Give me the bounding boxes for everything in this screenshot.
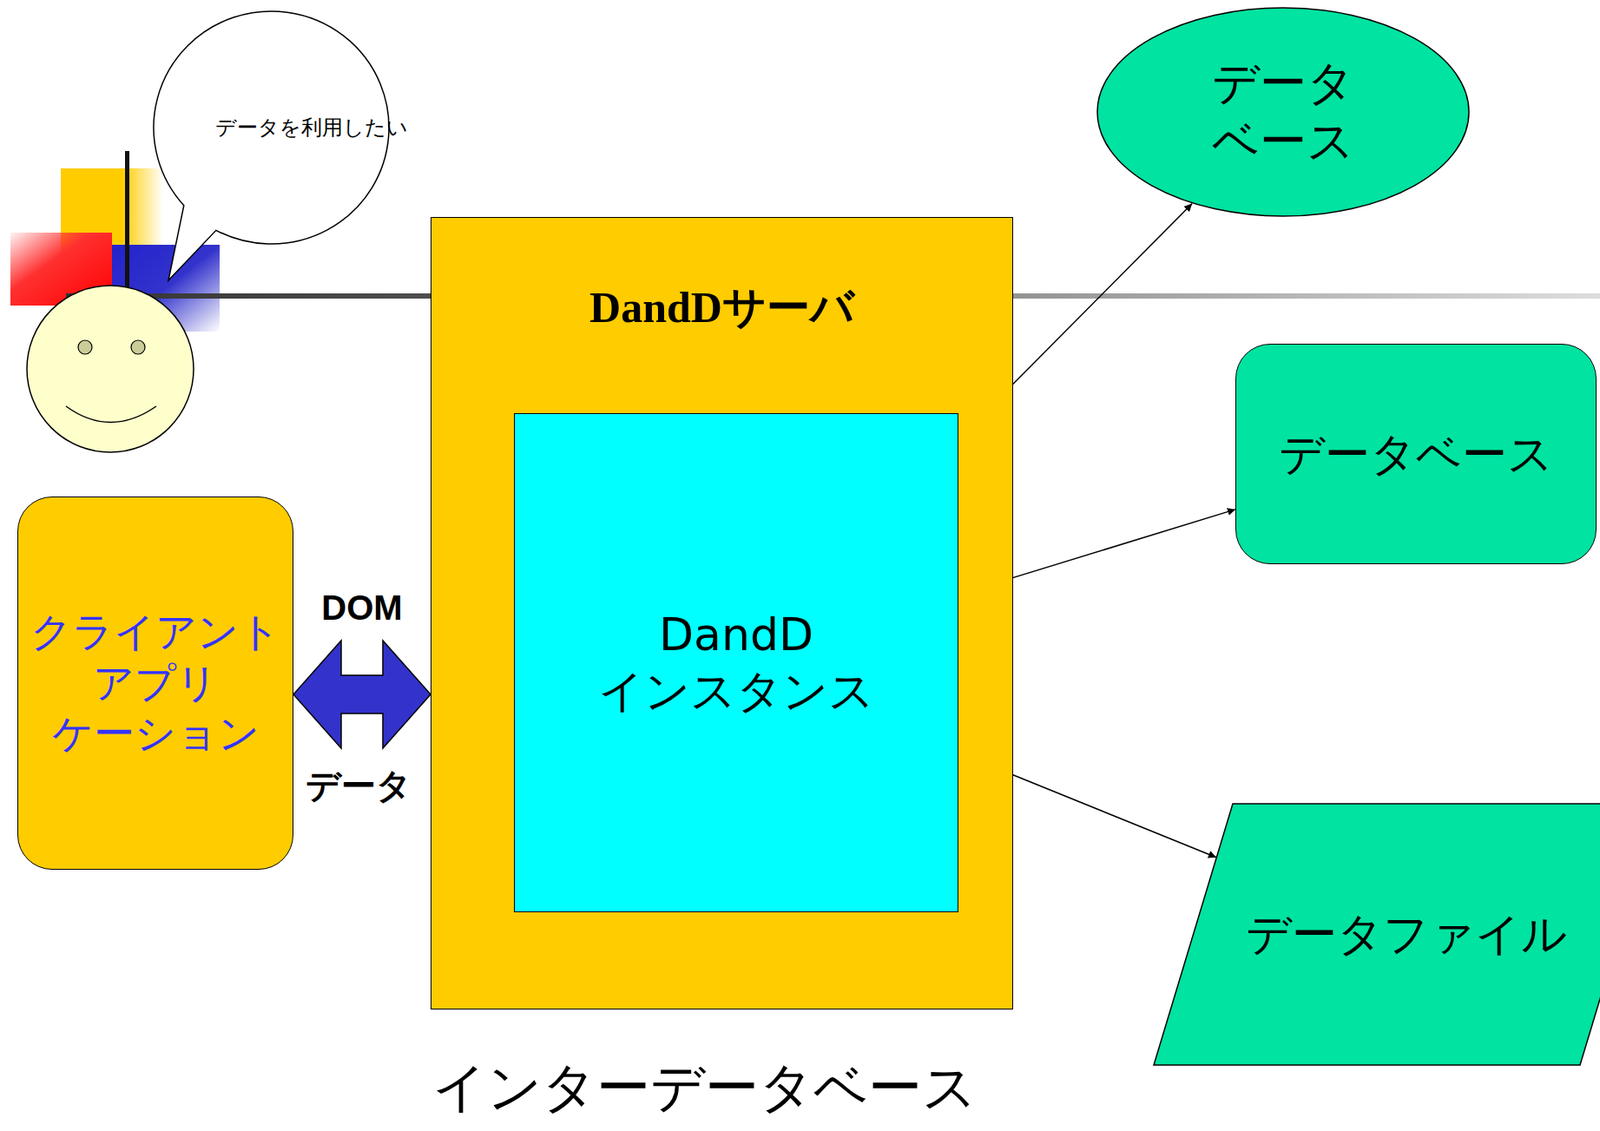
server-box: DandDサーバ DandD インスタンス [430,217,1014,1010]
smiley-face [26,285,194,453]
node-text: DandD インスタンス [598,606,875,720]
rule-line [125,151,130,296]
database-ellipse: データ ベース [1096,6,1470,218]
node-text: データファイル [1245,906,1568,963]
edge-label: DOM [321,588,402,628]
speech-bubble: データを利用したい [152,10,390,245]
node-text: クライアント アプリ ケーション [30,606,281,760]
database-ellipse-outline [1096,6,1470,218]
data-flow-arrow [293,640,431,749]
caption: インターデータベース [432,1051,977,1125]
client-box: クライアント アプリ ケーション [17,496,294,870]
instance-box: DandD インスタンス [513,413,959,913]
node-text: データベース [1278,426,1554,483]
database-box: データベース [1235,343,1597,565]
node-text: DandDサーバ [589,280,855,336]
node-text: データを利用したい [215,114,329,141]
flow-label: データ [305,762,412,810]
datafile-shape: データファイル [1152,803,1600,1067]
node-text: データ ベース [1211,53,1355,172]
